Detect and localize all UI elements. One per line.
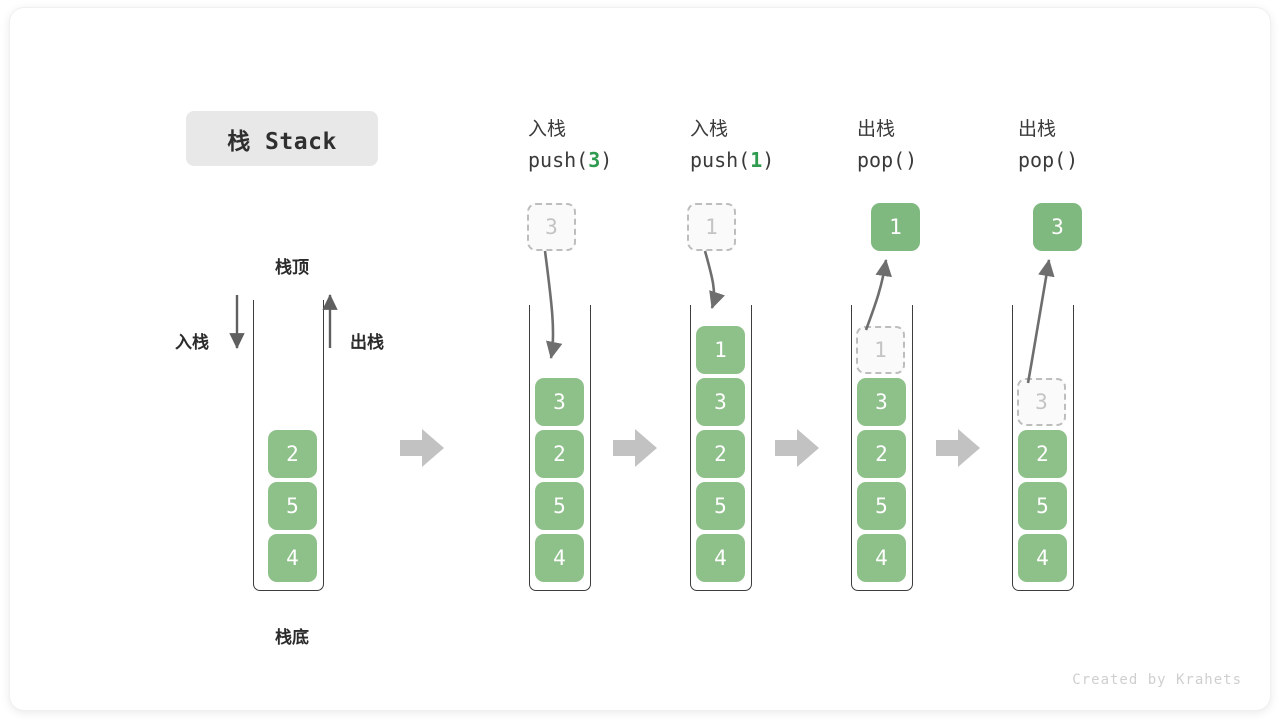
stack-container-push-3 — [529, 305, 591, 591]
floating-cell-popped: 3 — [1033, 203, 1082, 251]
column-header-pop-3: 出栈 pop() — [1018, 114, 1078, 176]
stack-cell: 4 — [857, 534, 906, 582]
diagram-card: 栈 Stack 栈顶 栈底 入栈 出栈 2 5 4 入栈 push(3) 3 3… — [10, 8, 1270, 710]
column-header-cjk: 入栈 — [690, 119, 729, 140]
stack-cell: 4 — [696, 534, 745, 582]
stack-cell: 5 — [268, 482, 317, 530]
column-header-code: push(1) — [690, 145, 774, 176]
push-direction-label: 入栈 — [175, 333, 209, 352]
stack-cell: 1 — [696, 326, 745, 374]
stage-connector-icon — [613, 429, 657, 467]
code-suffix: ) — [600, 148, 613, 172]
push-1-arrow-icon — [703, 250, 725, 309]
column-header-push-1: 入栈 push(1) — [690, 114, 774, 176]
code-prefix: push( — [690, 148, 751, 172]
stack-cell: 5 — [535, 482, 584, 530]
stack-cell-ghost: 3 — [1017, 378, 1066, 426]
stack-cell: 2 — [1018, 430, 1067, 478]
code-suffix: ) — [905, 148, 918, 172]
stack-cell: 4 — [268, 534, 317, 582]
stack-container-pop-3 — [1012, 305, 1074, 591]
code-suffix: ) — [762, 148, 775, 172]
code-suffix: ) — [1066, 148, 1079, 172]
stack-cell: 5 — [857, 482, 906, 530]
stack-bottom-label: 栈底 — [275, 628, 309, 647]
stack-container-pop-1 — [851, 305, 913, 591]
code-prefix: pop( — [1018, 148, 1067, 172]
stage-connector-icon — [936, 429, 980, 467]
stack-cell: 5 — [696, 482, 745, 530]
code-prefix: push( — [528, 148, 589, 172]
column-header-push-3: 入栈 push(3) — [528, 114, 612, 176]
floating-cell-ghost: 3 — [527, 203, 576, 251]
stack-cell: 2 — [268, 430, 317, 478]
column-header-code: pop() — [1018, 145, 1078, 176]
column-header-cjk: 入栈 — [528, 119, 567, 140]
column-header-cjk: 出栈 — [1018, 119, 1057, 140]
stack-cell: 2 — [535, 430, 584, 478]
stack-top-label: 栈顶 — [275, 258, 309, 277]
code-arg: 3 — [588, 148, 601, 172]
code-arg: 1 — [750, 148, 763, 172]
stack-container-push-1 — [690, 305, 752, 591]
stack-cell-ghost: 1 — [856, 326, 905, 374]
pop-direction-label: 出栈 — [350, 333, 384, 352]
stack-cell: 2 — [857, 430, 906, 478]
stack-cell: 4 — [535, 534, 584, 582]
stack-cell: 4 — [1018, 534, 1067, 582]
title-chip: 栈 Stack — [186, 111, 378, 166]
floating-cell-popped: 1 — [871, 203, 920, 251]
stack-cell: 5 — [1018, 482, 1067, 530]
stack-container-initial — [253, 300, 324, 591]
floating-cell-ghost: 1 — [687, 203, 736, 251]
watermark: Created by Krahets — [1072, 672, 1242, 688]
code-prefix: pop( — [857, 148, 906, 172]
column-header-code: push(3) — [528, 145, 612, 176]
stack-cell: 3 — [535, 378, 584, 426]
column-header-code: pop() — [857, 145, 917, 176]
column-header-pop-1: 出栈 pop() — [857, 114, 917, 176]
column-header-cjk: 出栈 — [857, 119, 896, 140]
stage-connector-icon — [400, 429, 444, 467]
stage-connector-icon — [775, 429, 819, 467]
stack-cell: 2 — [696, 430, 745, 478]
stack-cell: 3 — [857, 378, 906, 426]
stack-cell: 3 — [696, 378, 745, 426]
